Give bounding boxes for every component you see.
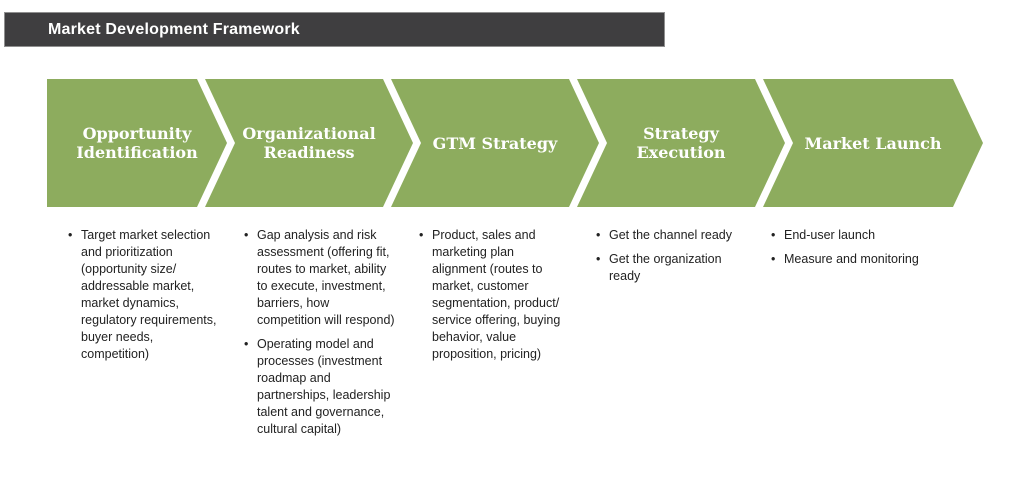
stage-bullets-strategy-execution: Get the channel ready Get the organizati…	[595, 227, 749, 292]
stage-label-line: Organizational	[242, 124, 376, 143]
page-title: Market Development Framework	[48, 20, 300, 38]
stage-label-line: Execution	[636, 143, 726, 162]
stage-bullets-market-launch: End-user launch Measure and monitoring	[770, 227, 934, 275]
stage-label-line: Readiness	[263, 143, 355, 162]
stage-bullets-organizational-readiness: Gap analysis and risk assessment (offeri…	[243, 227, 395, 445]
bullet-item: Operating model and processes (investmen…	[243, 336, 395, 438]
stage-chevron-market-launch: Market Launch	[763, 79, 983, 207]
bullet-item: End-user launch	[770, 227, 934, 244]
bullet-item: Get the organization ready	[595, 251, 749, 285]
bullet-item: Get the channel ready	[595, 227, 749, 244]
title-bar: Market Development Framework	[4, 12, 665, 47]
stage-bullets-gtm-strategy: Product, sales and marketing plan alignm…	[418, 227, 568, 370]
stage-label-line: Opportunity	[82, 124, 192, 143]
stage-chevron-strategy-execution: Strategy Execution	[577, 79, 785, 207]
bullet-item: Gap analysis and risk assessment (offeri…	[243, 227, 395, 329]
stage-label-line: Identification	[76, 143, 198, 162]
bullet-item: Measure and monitoring	[770, 251, 934, 268]
bullet-item: Target market selection and prioritizati…	[67, 227, 219, 363]
stage-chevron-gtm-strategy: GTM Strategy	[391, 79, 599, 207]
stage-chevron-opportunity-identification: Opportunity Identification	[47, 79, 227, 207]
stage-chevron-organizational-readiness: Organizational Readiness	[205, 79, 413, 207]
stage-bullets-opportunity-identification: Target market selection and prioritizati…	[67, 227, 219, 370]
bullet-item: Product, sales and marketing plan alignm…	[418, 227, 568, 363]
stage-label-line: GTM Strategy	[432, 133, 558, 153]
stage-label-line: Strategy	[643, 124, 719, 143]
stage-label-line: Market Launch	[804, 133, 942, 153]
